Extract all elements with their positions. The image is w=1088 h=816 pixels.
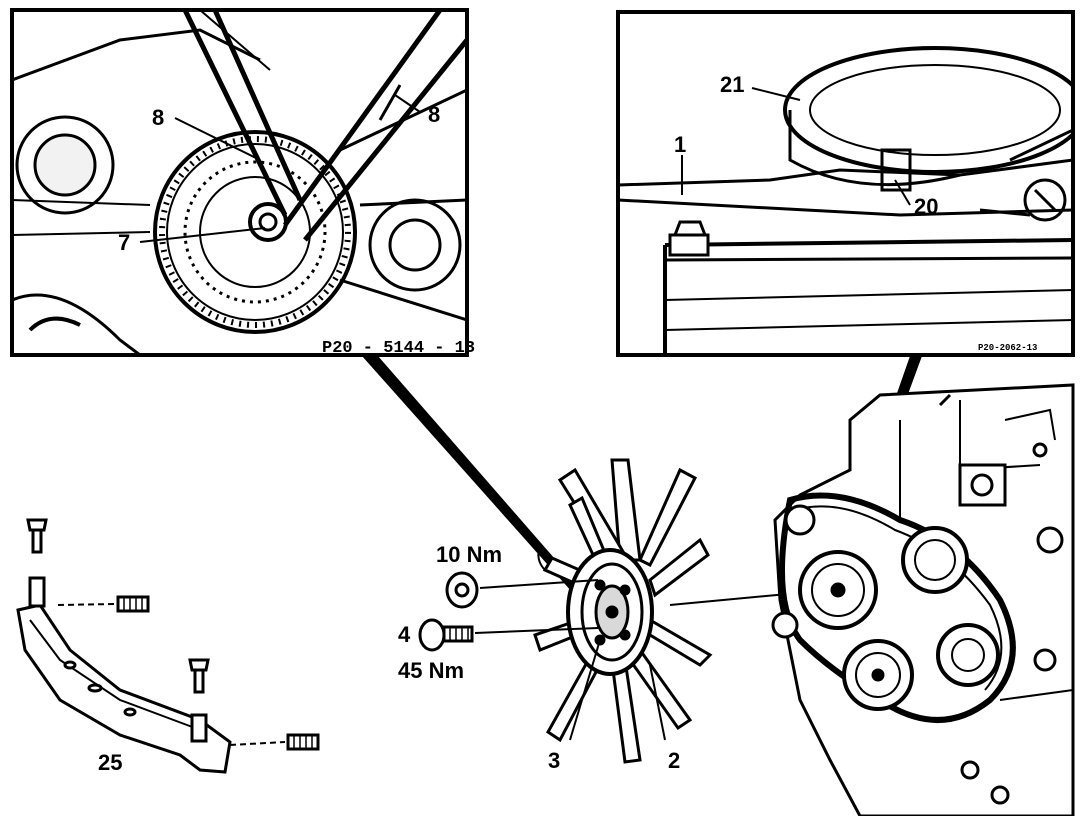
callout-4: 4 [398,622,411,647]
right-callout-1: 1 [674,132,686,157]
right-callout-20: 20 [914,194,938,219]
right-detail-inset: 21 1 20 P20-2062-13 [616,10,1075,357]
bolt-part-4 [418,618,474,652]
left-detail-inset: 8 8 7 P20 - 5144 - 13 [10,8,475,358]
fan-assembly [533,458,713,764]
left-callout-8b: 8 [428,102,440,127]
torque-45nm: 45 Nm [398,658,464,683]
nut-part [445,571,479,609]
engine-block [771,383,1075,816]
left-inset-pointer [362,356,582,592]
left-callout-8a: 8 [152,105,164,130]
right-callout-21: 21 [720,72,744,97]
left-callout-7: 7 [118,230,130,255]
left-figure-code: P20 - 5144 - 13 [322,339,475,358]
callout-25: 25 [98,750,122,775]
right-figure-code: P20-2062-13 [978,343,1037,353]
torque-10nm: 10 Nm [436,542,502,567]
crossmember-25 [16,518,320,774]
callout-2: 2 [668,748,680,773]
callout-3: 3 [548,748,560,773]
